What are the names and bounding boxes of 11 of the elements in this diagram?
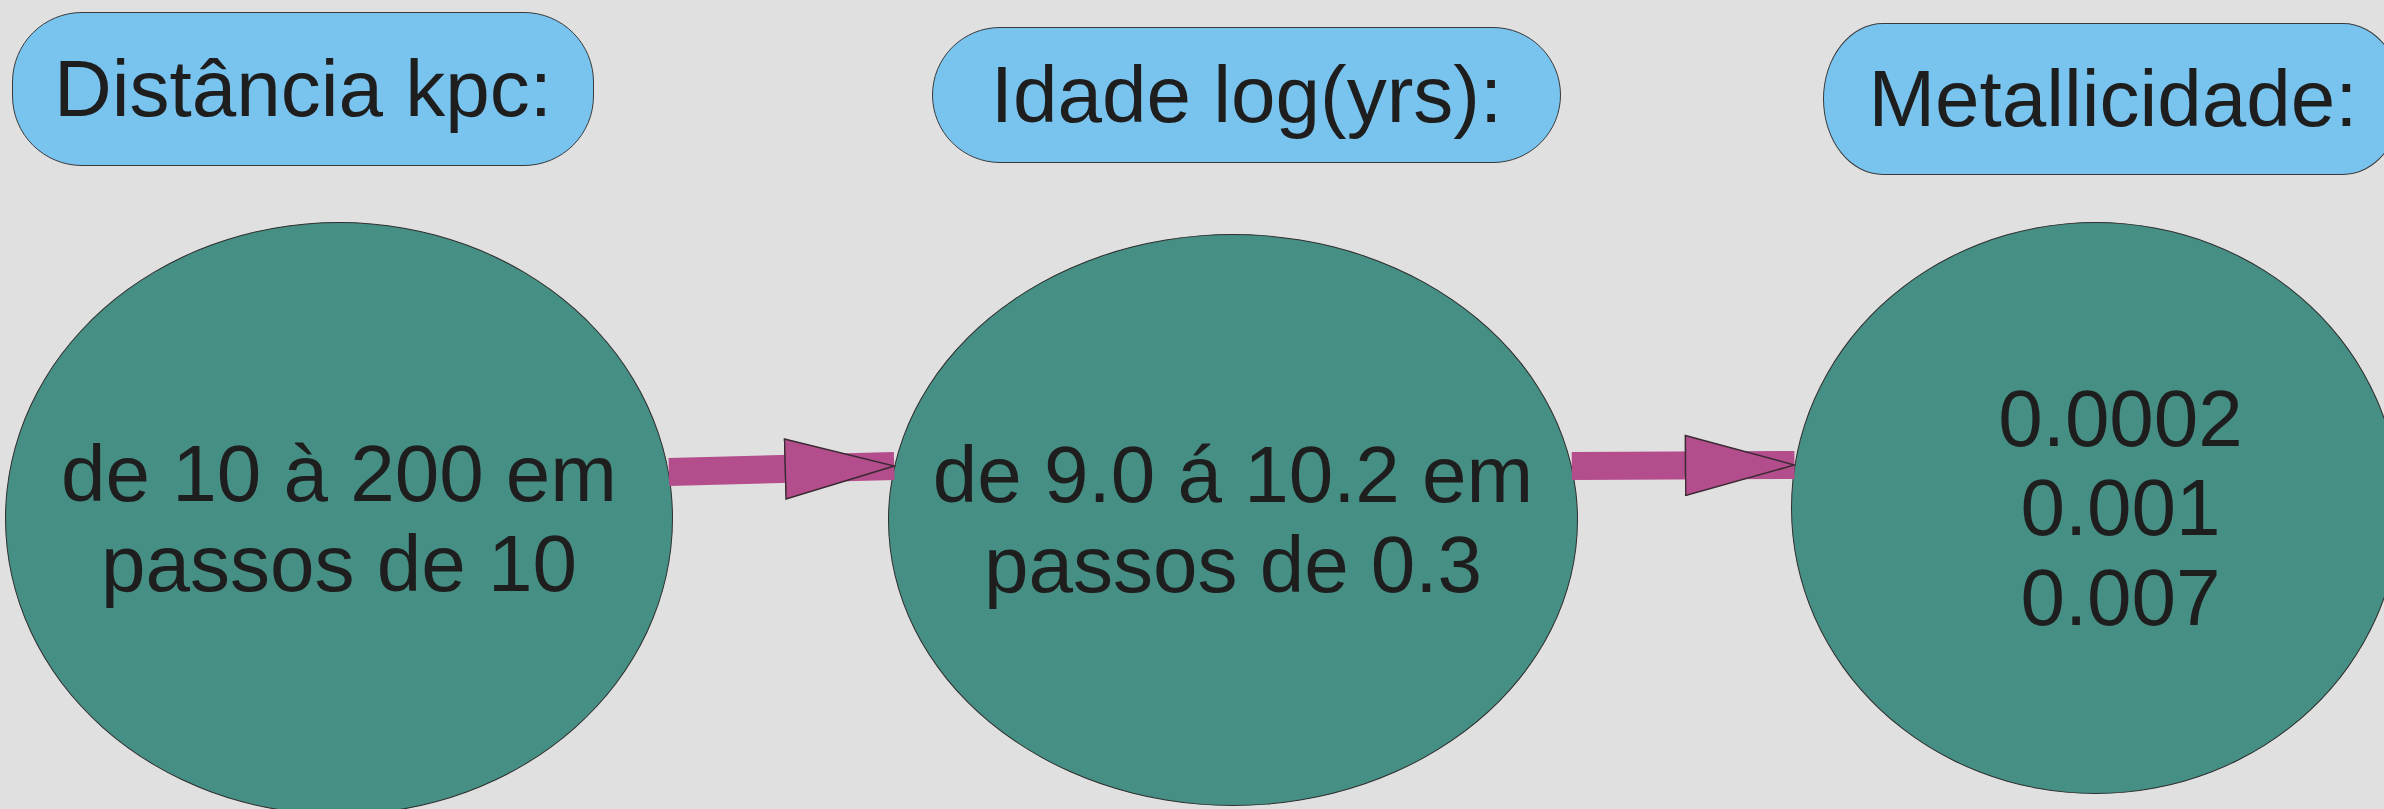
- label-box: [1823, 23, 2384, 175]
- parameter-title: Idade log(yrs):: [990, 50, 1503, 140]
- block-arrow: [1571, 434, 1796, 497]
- parameter-range: de 10 à 200 em passos de 10: [60, 428, 618, 609]
- parameter-range: 0.0002: [1998, 373, 2243, 464]
- parameter-range: 0.007: [2020, 552, 2221, 643]
- parameter-title: Metallicidade:: [1868, 54, 2358, 144]
- parameter-title: Distância kpc:: [54, 44, 552, 134]
- parameter-range: de 9.0 á 10.2 em passos de 0.3: [931, 430, 1535, 610]
- block-arrow: [668, 438, 895, 500]
- parameter-range: 0.001: [2020, 463, 2221, 553]
